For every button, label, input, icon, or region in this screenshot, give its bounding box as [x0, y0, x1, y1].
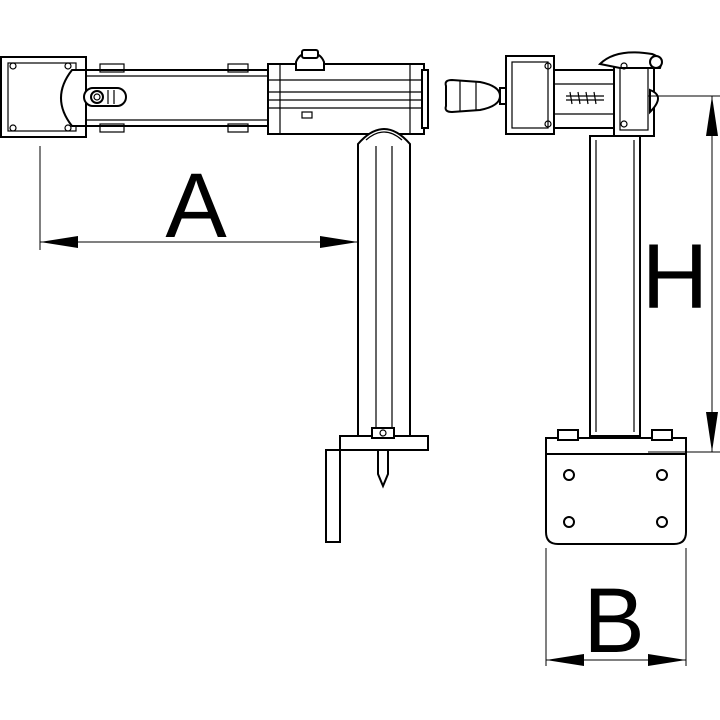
dimension-a: A — [39, 146, 358, 257]
top-knob-icon — [295, 49, 325, 71]
side-post — [357, 128, 411, 437]
front-post — [589, 135, 641, 437]
side-bracket — [325, 427, 429, 543]
dimension-h: H — [642, 95, 720, 453]
dimension-a-label: A — [165, 155, 227, 257]
dimension-b: B — [545, 548, 687, 672]
dimension-h-label: H — [642, 226, 708, 328]
front-base-plate — [545, 429, 687, 545]
arm-lock-icon — [83, 87, 127, 107]
side-view — [0, 49, 429, 543]
side-head-housing — [267, 49, 429, 135]
front-view — [444, 51, 687, 545]
side-arm — [60, 63, 269, 133]
front-handle-icon — [444, 78, 513, 114]
front-head — [505, 51, 663, 137]
dimension-b-label: B — [583, 570, 644, 672]
